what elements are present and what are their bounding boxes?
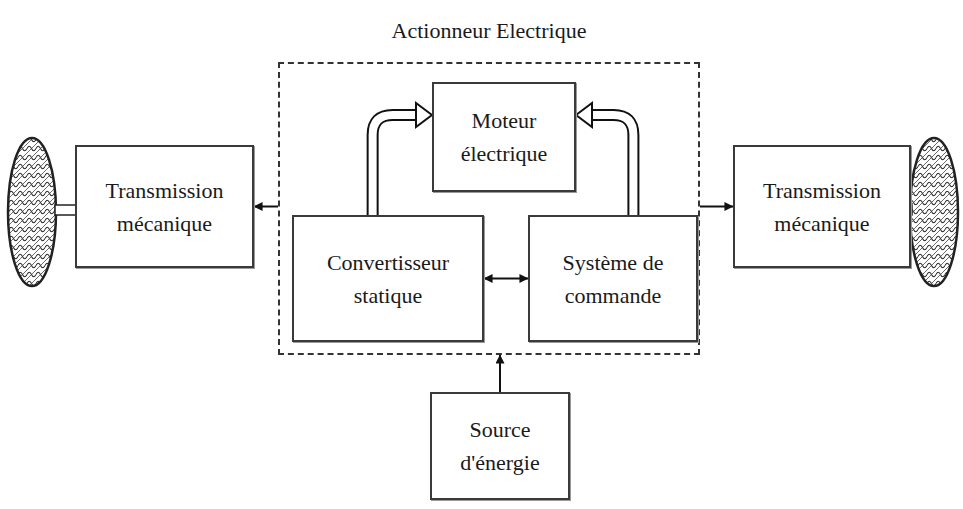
box-label: Système de commande (542, 246, 684, 312)
right-wheel (906, 138, 958, 286)
arrow-connector (700, 206, 733, 207)
motor-box: Moteur électrique (432, 82, 576, 192)
box-label: Moteur électrique (446, 104, 562, 170)
source-box: Source d'énergie (430, 392, 570, 500)
transmission-box: Transmission mécanique (733, 145, 911, 268)
control-box: Système de commande (528, 215, 698, 342)
arrow-connector (500, 355, 501, 392)
box-label: Transmission mécanique (747, 174, 897, 240)
arrow-connector (484, 278, 528, 279)
box-label: Convertisseur statique (306, 246, 470, 312)
box-label: Source d'énergie (444, 413, 556, 479)
arrow-connector (254, 206, 278, 207)
converter-box: Convertisseur statique (292, 215, 484, 342)
left-wheel (8, 138, 76, 286)
hollow-arrow (373, 103, 432, 215)
transmission-box: Transmission mécanique (75, 145, 254, 268)
actuator-group: Actionneur ElectriqueMoteur électriqueCo… (278, 62, 700, 355)
group-heading: Actionneur Electrique (392, 16, 587, 47)
box-label: Transmission mécanique (89, 174, 240, 240)
hollow-arrow (576, 103, 633, 215)
